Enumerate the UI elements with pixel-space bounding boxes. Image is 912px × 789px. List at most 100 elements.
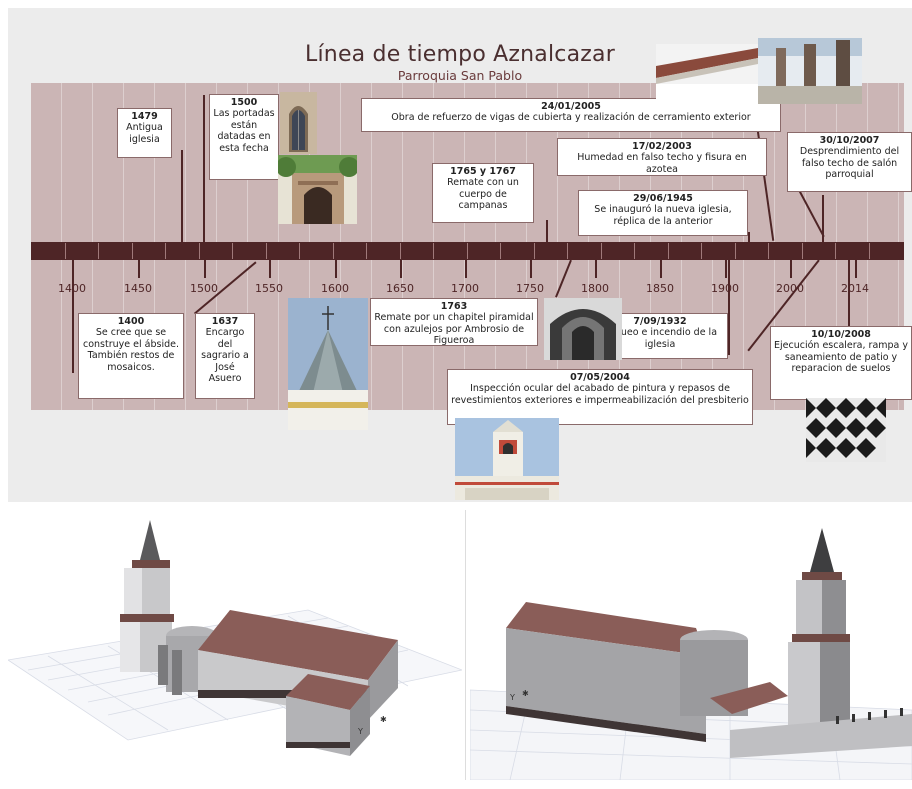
tick-1600 xyxy=(335,260,337,278)
axis-segment-divider xyxy=(433,243,434,259)
axis-segment-divider xyxy=(165,243,166,259)
portal-photo xyxy=(278,155,357,224)
burned-interior-photo xyxy=(544,298,622,360)
axis-segment-divider xyxy=(332,243,334,259)
event-text: Se cree que se construye el ábside. Tamb… xyxy=(83,327,179,373)
year-label: 1900 xyxy=(711,282,739,295)
event-1765: 1765 y 1767 Remate con un cuerpo de camp… xyxy=(432,163,534,223)
event-date: 1637 xyxy=(211,316,239,327)
event-text: Se inauguró la nueva iglesia, réplica de… xyxy=(594,204,732,227)
tick-1400 xyxy=(72,260,74,278)
event-date: 17/02/2003 xyxy=(632,141,692,152)
spire-photo xyxy=(288,298,368,430)
year-label: 1550 xyxy=(255,282,283,295)
event-1479: 1479 Antigua iglesia xyxy=(117,108,172,158)
svg-text:✱: ✱ xyxy=(522,689,529,698)
year-label: 2014 xyxy=(841,282,869,295)
axis-segment-divider xyxy=(835,243,836,259)
year-label: 1500 xyxy=(190,282,218,295)
year-label: 1700 xyxy=(451,282,479,295)
event-date: 1500 xyxy=(230,97,258,108)
event-text: Saqueo e incendio de la iglesia xyxy=(602,327,718,350)
tick-1650 xyxy=(400,260,402,278)
event-text: Remate por un chapitel piramidal con azu… xyxy=(374,312,534,347)
tick-1800 xyxy=(595,260,597,278)
connector-1400 xyxy=(72,278,74,373)
axis-segment-divider xyxy=(768,243,769,259)
event-2003: 17/02/2003 Humedad en falso techo y fisu… xyxy=(557,138,767,176)
event-2004: 07/05/2004 Inspección ocular del acabado… xyxy=(447,369,753,425)
axis-segment-divider xyxy=(500,243,501,259)
axis-segment-divider xyxy=(198,243,200,259)
tick-1550 xyxy=(269,260,271,278)
event-text: Desprendimiento del falso techo de salón… xyxy=(799,146,900,181)
tick-1500 xyxy=(204,260,206,278)
axis-segment-divider xyxy=(299,243,300,259)
connector-1500 xyxy=(203,95,205,242)
svg-text:Y: Y xyxy=(357,727,363,736)
axis-segment-divider xyxy=(667,243,669,259)
tick-1900 xyxy=(725,260,727,278)
axis-segment-divider xyxy=(600,243,602,259)
bell-tower-photo xyxy=(455,418,559,500)
axis-segment-divider xyxy=(466,243,468,259)
event-date: 30/10/2007 xyxy=(819,135,880,146)
event-1500: 1500 Las portadas están datadas en esta … xyxy=(209,94,279,180)
svg-text:✱: ✱ xyxy=(380,715,387,724)
event-1637: 1637 Encargo del sagrario a José Asuero xyxy=(195,313,255,399)
connector-2007 xyxy=(822,195,824,243)
axis-segment-divider xyxy=(734,243,736,259)
event-date: 10/10/2008 xyxy=(811,329,871,340)
axis-segment-divider xyxy=(567,243,568,259)
tick-1450 xyxy=(138,260,140,278)
event-text: Encargo del sagrario a José Asuero xyxy=(201,327,249,384)
connector-1945 xyxy=(748,232,750,244)
tick-2014 xyxy=(855,260,857,278)
connector-1932 xyxy=(728,260,730,355)
event-date: 1763 xyxy=(440,301,468,312)
axis-segment-divider xyxy=(98,243,99,259)
axis-segment-divider xyxy=(265,243,267,259)
connector-1479 xyxy=(181,150,183,242)
connector-1765 xyxy=(546,220,548,242)
tick-1750 xyxy=(530,260,532,278)
event-date: 24/01/2005 xyxy=(541,101,601,112)
connector-2008 xyxy=(848,260,850,328)
event-text: Humedad en falso techo y fisura en azote… xyxy=(577,152,747,175)
church-model-view-right: Y ✱ xyxy=(470,510,912,780)
event-1945: 29/06/1945 Se inauguró la nueva iglesia,… xyxy=(578,190,748,236)
timeline-axis xyxy=(31,242,904,260)
axis-segment-divider xyxy=(399,243,401,259)
event-2007: 30/10/2007 Desprendimiento del falso tec… xyxy=(787,132,912,192)
tick-2000 xyxy=(790,260,792,278)
event-1400: 1400 Se cree que se construye el ábside.… xyxy=(78,313,184,399)
axis-segment-divider xyxy=(366,243,367,259)
year-label: 1400 xyxy=(58,282,86,295)
axis-segment-divider xyxy=(868,243,870,259)
event-text: Remate con un cuerpo de campanas xyxy=(447,177,519,212)
axis-segment-divider xyxy=(64,243,66,259)
wall-posts-photo xyxy=(758,38,862,104)
axis-segment-divider xyxy=(533,243,535,259)
event-1763: 1763 Remate por un chapitel piramidal co… xyxy=(370,298,538,346)
event-date: 29/06/1945 xyxy=(633,193,693,204)
tile-floor-photo xyxy=(806,398,886,462)
axis-segment-divider xyxy=(701,243,702,259)
view-divider xyxy=(465,510,466,780)
event-date: 7/09/1932 xyxy=(633,316,687,327)
timeline-subtitle: Parroquia San Pablo xyxy=(397,68,523,83)
tick-1850 xyxy=(660,260,662,278)
year-label: 1750 xyxy=(516,282,544,295)
axis-segment-divider xyxy=(634,243,635,259)
timeline-title: Línea de tiempo Aznalcazar xyxy=(305,42,615,67)
cornice-photo xyxy=(656,44,758,104)
year-label: 1600 xyxy=(321,282,349,295)
window-photo xyxy=(280,92,317,154)
year-label: 2000 xyxy=(776,282,804,295)
event-date: 1765 y 1767 xyxy=(450,166,516,177)
event-2008: 10/10/2008 Ejecución escalera, rampa y s… xyxy=(770,326,912,400)
event-text: Obra de refuerzo de vigas de cubierta y … xyxy=(391,112,751,124)
axis-segment-divider xyxy=(232,243,233,259)
axis-segment-divider xyxy=(131,243,133,259)
church-model-view-left: Y ✱ xyxy=(8,510,462,780)
